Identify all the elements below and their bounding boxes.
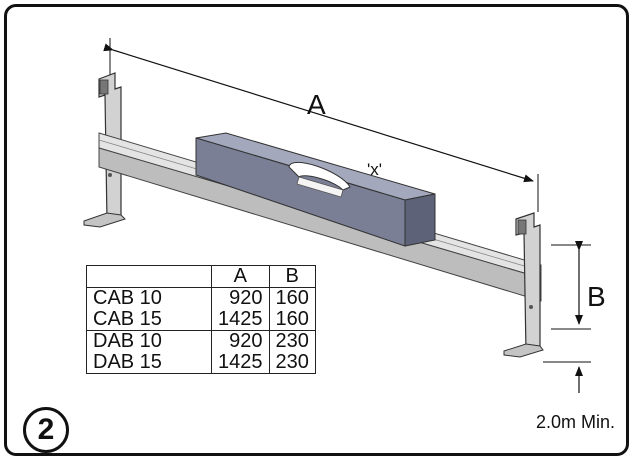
dimension-a-label: A — [307, 89, 326, 120]
level-mark-label: 'x' — [367, 160, 382, 179]
spirit-level-icon — [195, 132, 436, 247]
installation-drawing — [83, 38, 591, 393]
step-number-badge: 2 — [23, 407, 69, 453]
table-header-cell: A — [211, 265, 270, 288]
table-header-row: A B — [86, 265, 316, 288]
table-header-cell: B — [268, 265, 316, 288]
table-header-cell — [86, 265, 212, 288]
wall-bracket-icon-right — [503, 212, 544, 358]
dimension-a-arrow-icon — [103, 43, 534, 183]
dimension-b-label: B — [587, 281, 606, 312]
minimum-height-label: 2.0m Min. — [536, 412, 616, 432]
